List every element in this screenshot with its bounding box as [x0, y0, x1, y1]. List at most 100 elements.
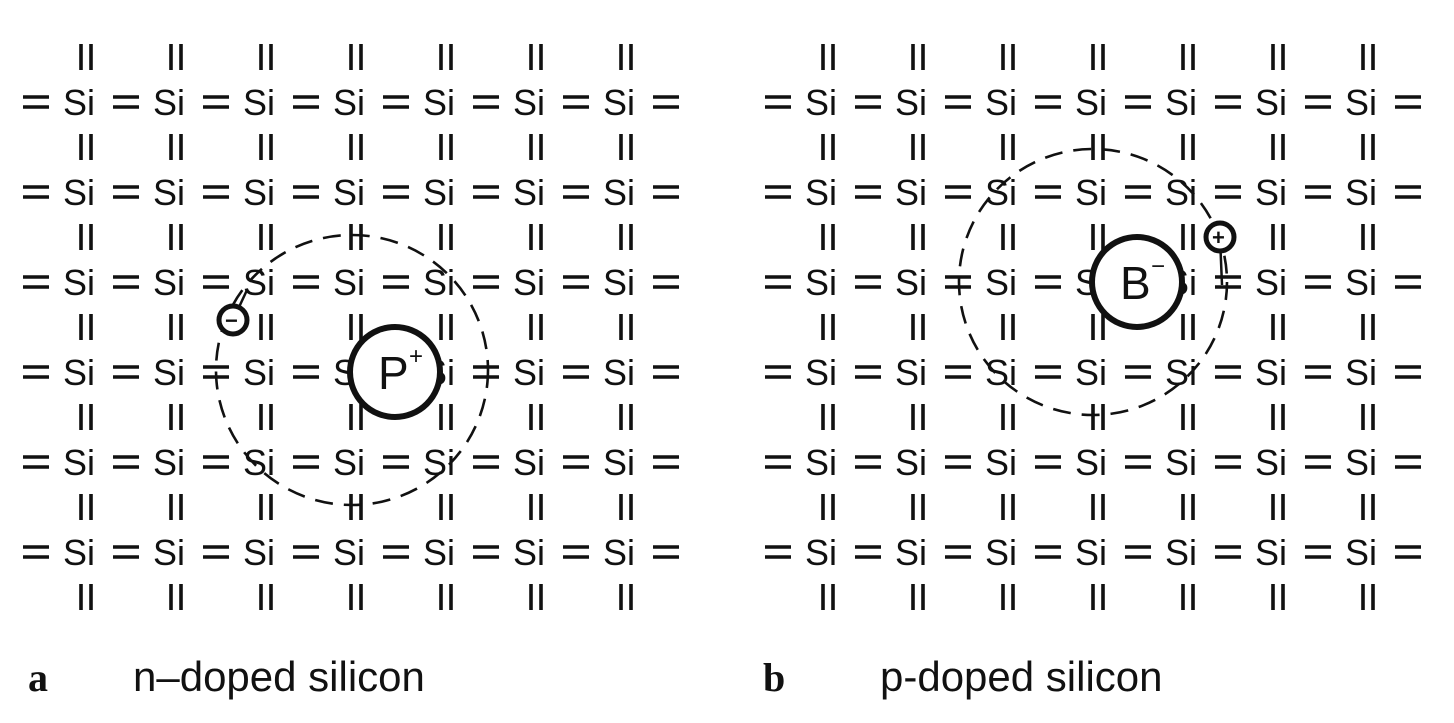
horizontal-bond	[765, 545, 791, 559]
si-atom-label: Si	[985, 262, 1017, 303]
horizontal-bond	[1125, 95, 1151, 109]
vertical-bond	[169, 44, 183, 70]
horizontal-bond	[653, 95, 679, 109]
si-atom-label: Si	[805, 262, 837, 303]
horizontal-bond	[1215, 95, 1241, 109]
vertical-bond	[821, 44, 835, 70]
vertical-bond	[439, 584, 453, 610]
horizontal-bond	[855, 95, 881, 109]
horizontal-bond	[203, 455, 229, 469]
vertical-bond	[1271, 584, 1285, 610]
vertical-bond	[529, 224, 543, 250]
dopant-symbol: B	[1120, 257, 1151, 309]
vertical-bond	[259, 314, 273, 340]
horizontal-bond	[383, 185, 409, 199]
vertical-bond	[349, 134, 363, 160]
vertical-bond	[1181, 584, 1195, 610]
vertical-bond	[1181, 44, 1195, 70]
horizontal-bond	[563, 275, 589, 289]
horizontal-bond	[293, 185, 319, 199]
vertical-bond	[1181, 494, 1195, 520]
vertical-bond	[259, 404, 273, 430]
vertical-bond	[529, 404, 543, 430]
horizontal-bond	[1305, 545, 1331, 559]
horizontal-bond	[203, 275, 229, 289]
si-atom-label: Si	[805, 82, 837, 123]
horizontal-bond	[293, 545, 319, 559]
vertical-bond	[619, 494, 633, 520]
vertical-bond	[911, 404, 925, 430]
vertical-bond	[1361, 134, 1375, 160]
vertical-bond	[1001, 44, 1015, 70]
vertical-bond	[1181, 314, 1195, 340]
vertical-bond	[259, 224, 273, 250]
si-atom-label: Si	[1255, 352, 1287, 393]
vertical-bond	[821, 584, 835, 610]
si-atom-label: Si	[895, 172, 927, 213]
vertical-bond	[911, 584, 925, 610]
vertical-bond	[619, 44, 633, 70]
horizontal-bond	[383, 275, 409, 289]
horizontal-bond	[1035, 455, 1061, 469]
vertical-bond	[529, 44, 543, 70]
vertical-bond	[1271, 314, 1285, 340]
si-atom-label: Si	[1075, 532, 1107, 573]
dopant-charge: +	[409, 343, 423, 370]
horizontal-bond	[653, 365, 679, 379]
horizontal-bond	[473, 545, 499, 559]
si-atom-label: Si	[513, 532, 545, 573]
dopant-charge: −	[1151, 253, 1165, 280]
caption-p-doped-silicon: p-doped silicon	[880, 653, 1163, 700]
horizontal-bond	[765, 95, 791, 109]
vertical-bond	[79, 404, 93, 430]
horizontal-bond	[1395, 275, 1421, 289]
vertical-bond	[1091, 494, 1105, 520]
vertical-bond	[1001, 494, 1015, 520]
vertical-bond	[169, 404, 183, 430]
horizontal-bond	[1035, 545, 1061, 559]
vertical-bond	[1271, 44, 1285, 70]
horizontal-bond	[23, 365, 49, 379]
si-atom-label: Si	[243, 172, 275, 213]
horizontal-bond	[653, 455, 679, 469]
si-atom-label: Si	[63, 262, 95, 303]
horizontal-bond	[765, 185, 791, 199]
horizontal-bond	[1035, 185, 1061, 199]
horizontal-bond	[113, 275, 139, 289]
horizontal-bond	[855, 455, 881, 469]
si-atom-label: Si	[63, 352, 95, 393]
dashed-orbit-ring	[957, 147, 1229, 417]
si-atom-label: Si	[895, 532, 927, 573]
si-atom-label: Si	[243, 262, 275, 303]
horizontal-bond	[293, 275, 319, 289]
si-atom-label: Si	[1345, 172, 1377, 213]
carrier-sign: −	[225, 308, 238, 333]
horizontal-bond	[1305, 365, 1331, 379]
si-atom-label: Si	[423, 82, 455, 123]
vertical-bond	[349, 584, 363, 610]
caption-letter-a: a	[28, 655, 48, 700]
horizontal-bond	[383, 95, 409, 109]
si-atom-label: Si	[603, 82, 635, 123]
horizontal-bond	[1215, 545, 1241, 559]
vertical-bond	[1361, 224, 1375, 250]
horizontal-bond	[203, 185, 229, 199]
vertical-bond	[79, 224, 93, 250]
vertical-bond	[169, 224, 183, 250]
horizontal-bond	[855, 275, 881, 289]
si-atom-label: Si	[1345, 82, 1377, 123]
si-atom-label: Si	[895, 82, 927, 123]
vertical-bond	[529, 134, 543, 160]
si-atom-label: Si	[895, 442, 927, 483]
vertical-bond	[169, 494, 183, 520]
si-atom-label: Si	[603, 352, 635, 393]
vertical-bond	[1091, 134, 1105, 160]
si-atom-label: Si	[153, 532, 185, 573]
si-atom-label: Si	[153, 262, 185, 303]
si-atom-label: Si	[333, 442, 365, 483]
vertical-bond	[1001, 224, 1015, 250]
si-atom-label: Si	[1345, 262, 1377, 303]
si-atom-label: Si	[603, 532, 635, 573]
si-atom-label: Si	[1255, 532, 1287, 573]
